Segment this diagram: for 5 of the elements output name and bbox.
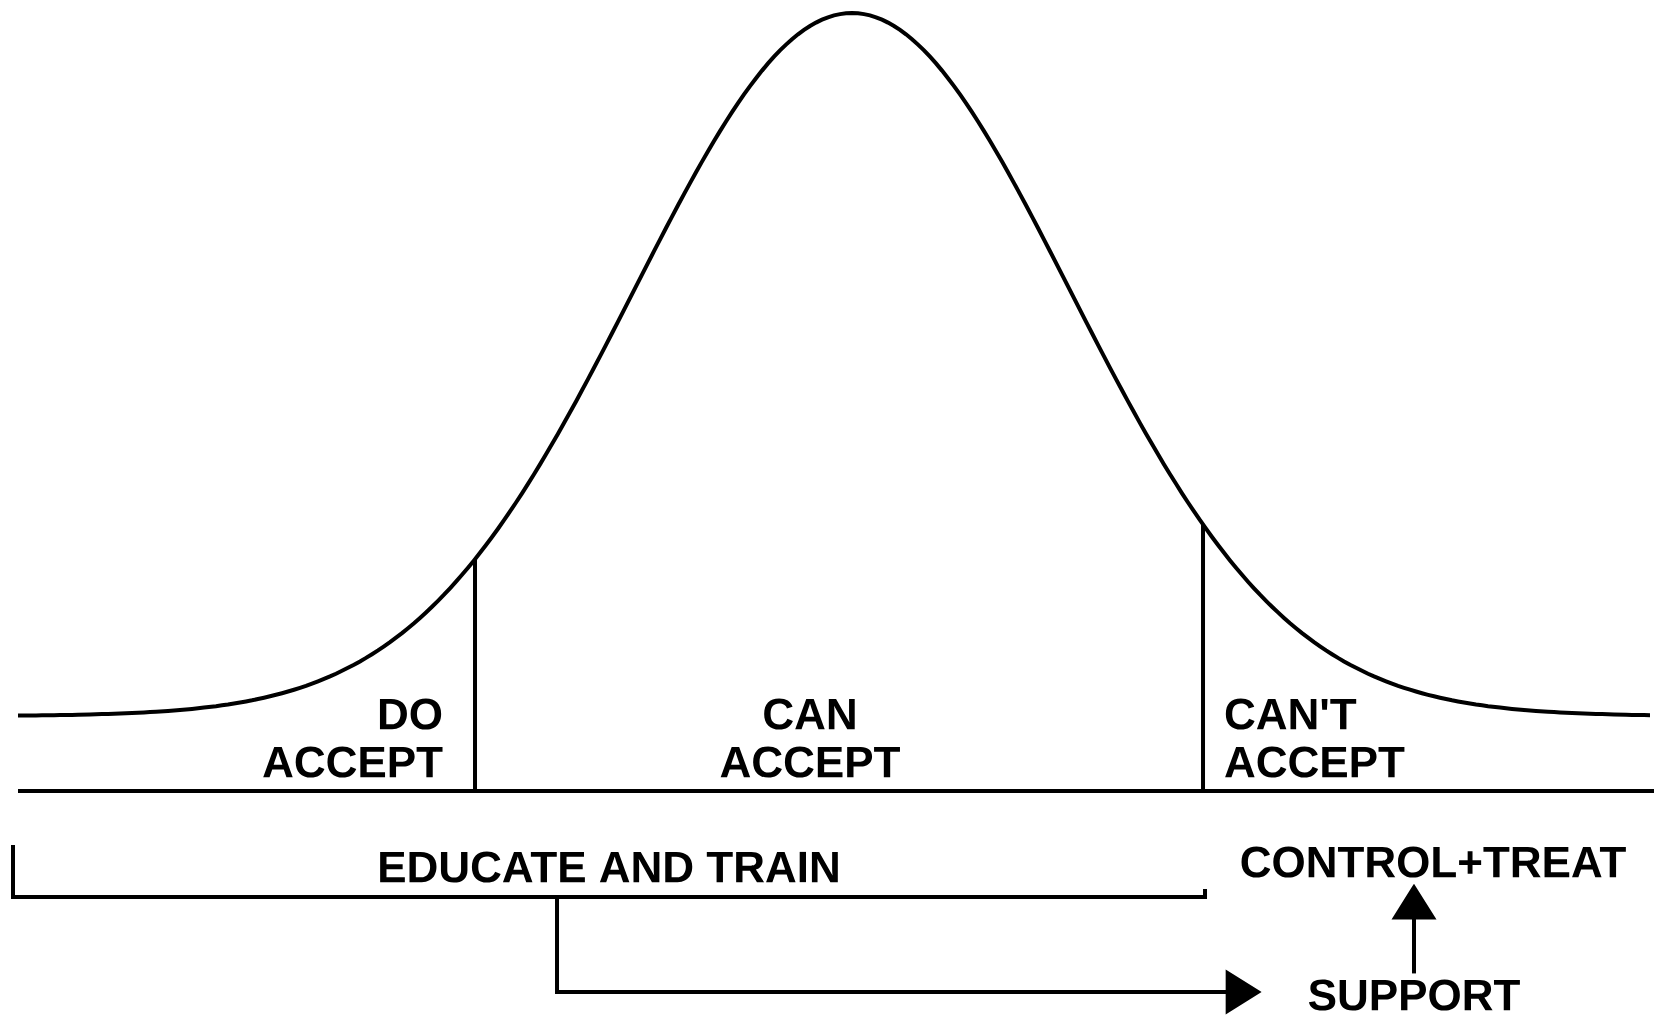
region-label: DO ACCEPT [263,698,443,778]
action-label: SUPPORT [1308,979,1520,1011]
region-label: CAN'T ACCEPT [1225,698,1405,778]
action-label: CONTROL+TREAT [1241,846,1626,878]
region-label: CAN ACCEPT [720,698,900,778]
